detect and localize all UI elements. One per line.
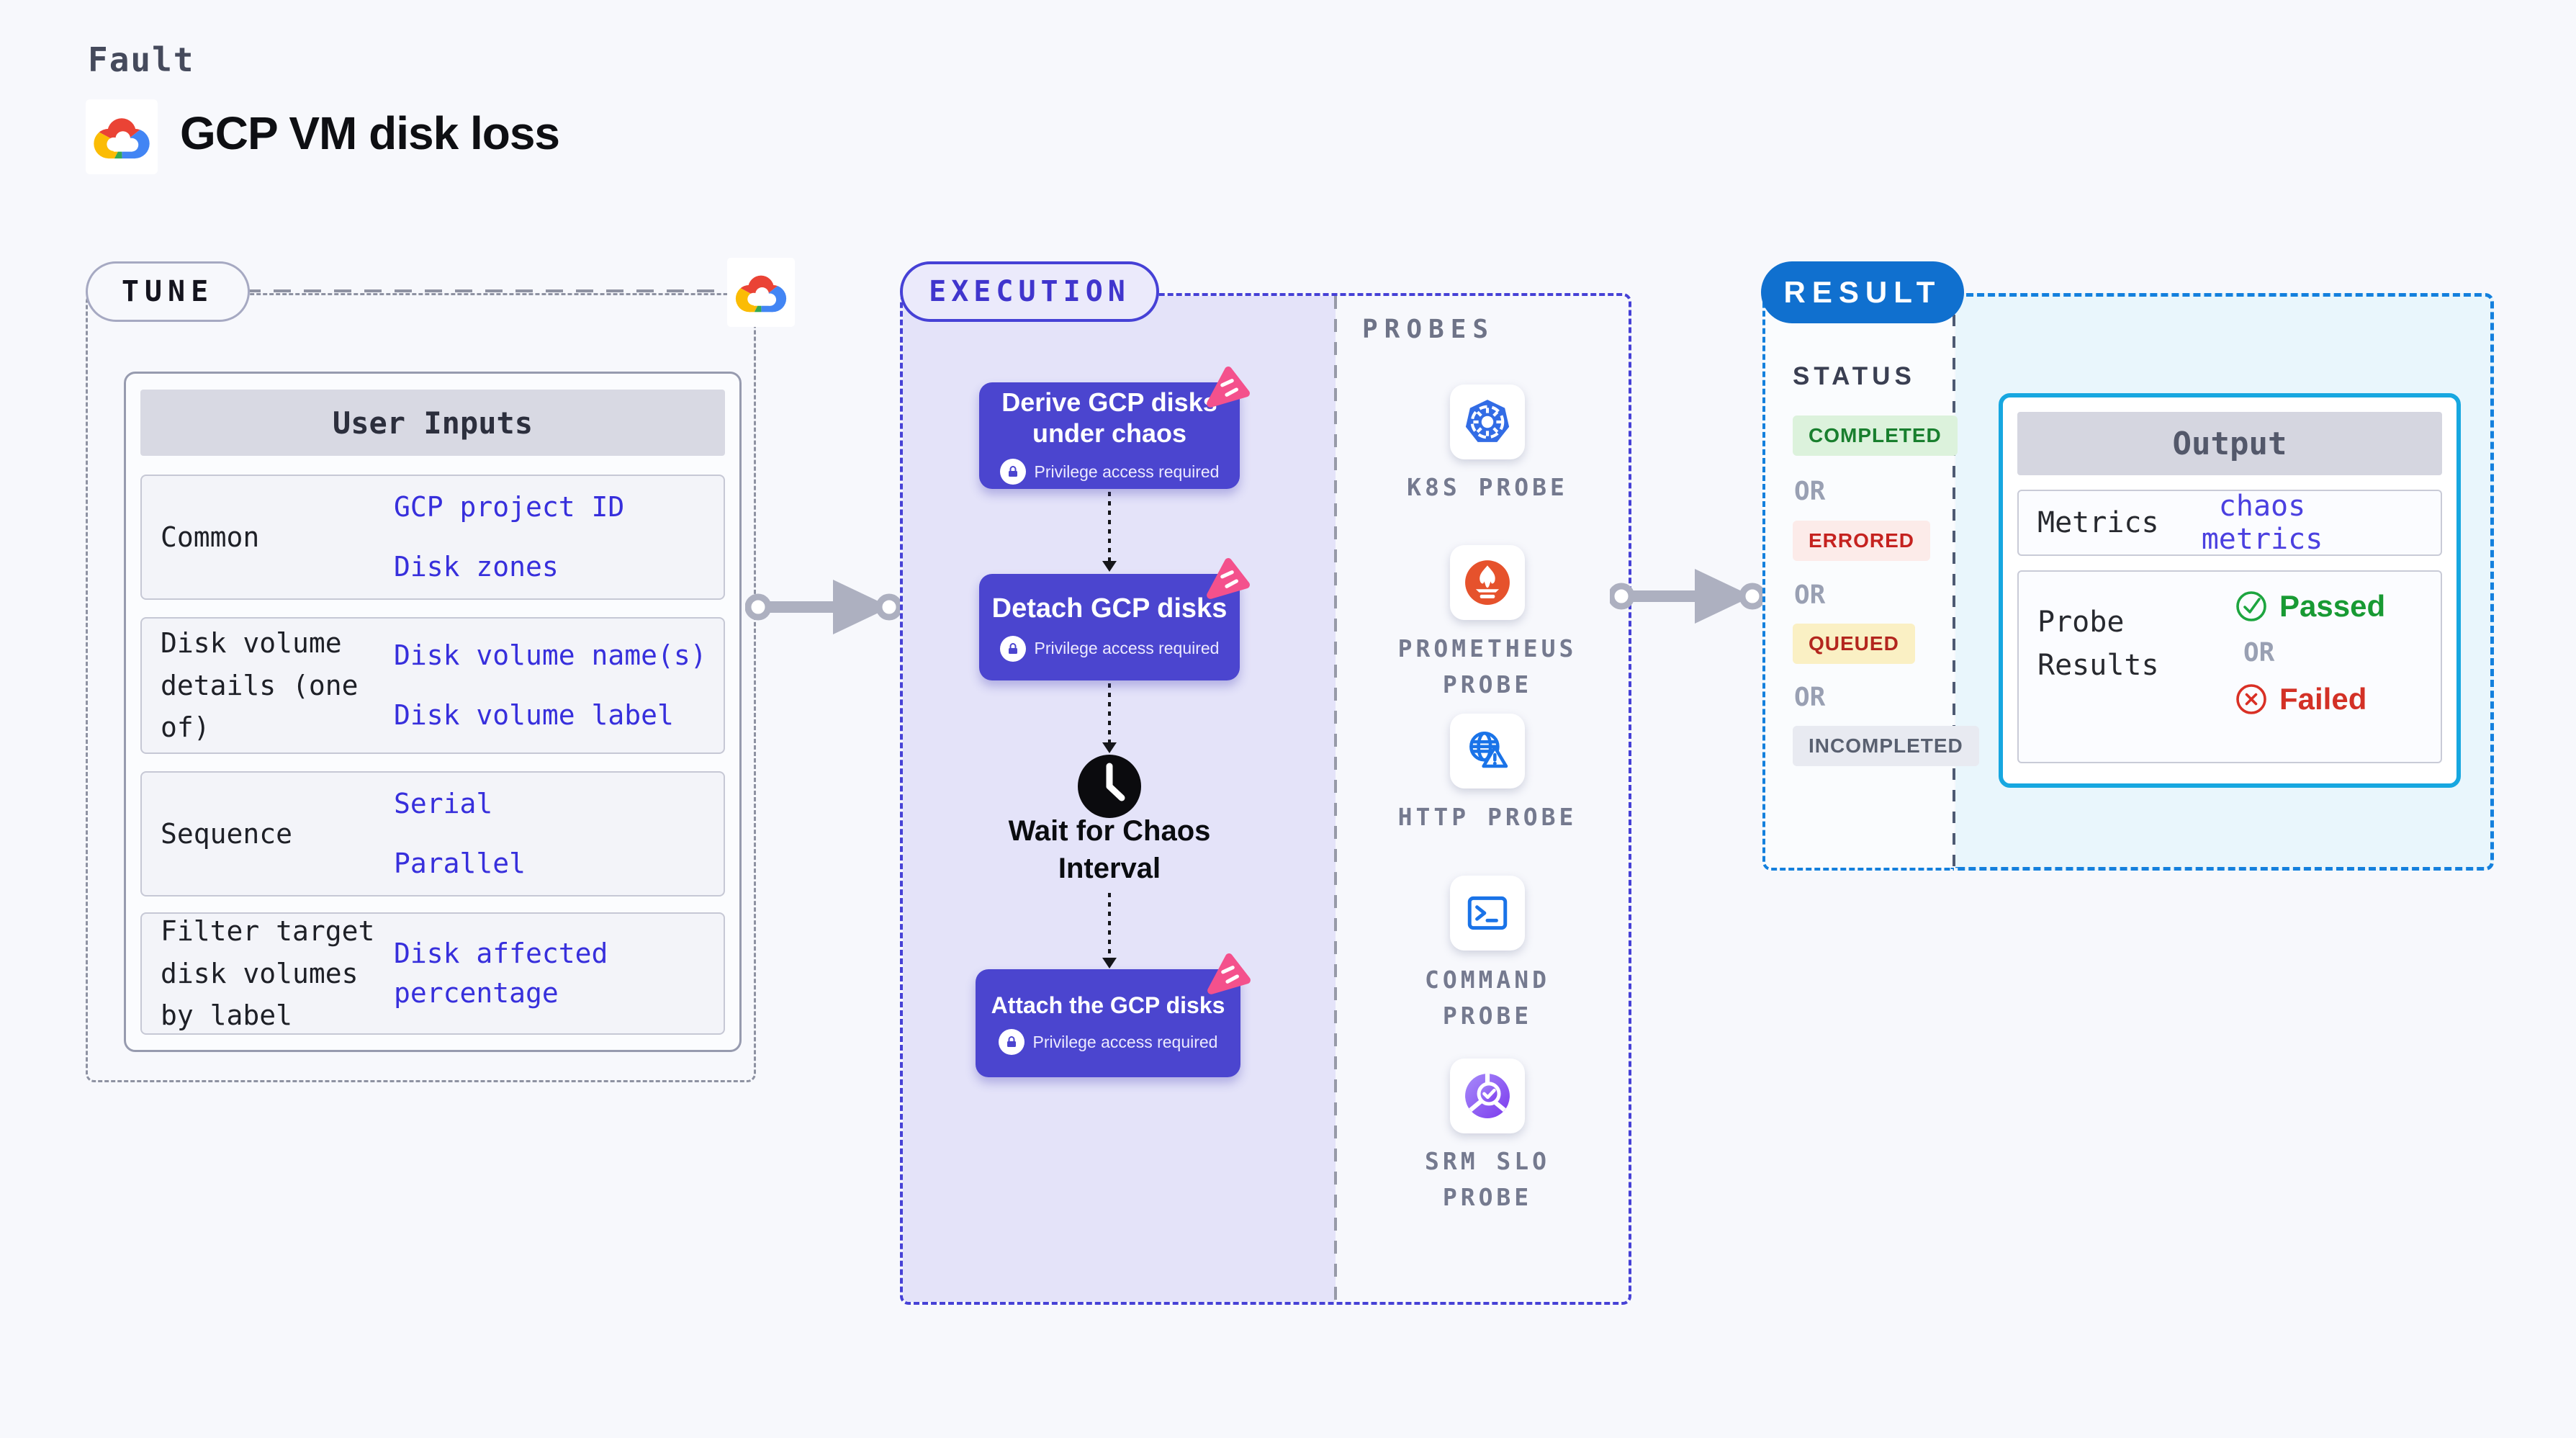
privilege-note: Privilege access required <box>1034 462 1220 481</box>
result-status-box <box>1762 293 1954 871</box>
metrics-label: Metrics <box>2037 506 2159 539</box>
privilege-note: Privilege access required <box>1032 1032 1218 1051</box>
flow-arrow-down <box>1108 492 1111 562</box>
prometheus-icon <box>1465 560 1510 605</box>
row-value: GCP project ID <box>394 490 625 523</box>
wait-for-chaos-label: Wait for Chaos Interval <box>1008 815 1211 884</box>
srm-slo-pie-check-icon <box>1465 1074 1510 1118</box>
http-globe-warning-icon <box>1469 731 1508 768</box>
row-value: Disk affected percentage <box>394 937 608 1009</box>
chaos-fault-icon <box>1207 558 1250 599</box>
probe-label: K8S PROBE <box>1407 473 1568 501</box>
probe-label: HTTP PROBE <box>1397 803 1577 831</box>
user-input-row-disk-volume: Disk volume details (one of) Disk volume… <box>140 617 725 754</box>
row-value: Disk volume label <box>394 699 674 731</box>
tune-section-box <box>86 293 756 1082</box>
probe-card-prometheus <box>1450 545 1525 620</box>
step-detach-gcp-disks: Detach GCP disks Privilege access requir… <box>979 558 1250 680</box>
x-circle-icon <box>2236 684 2266 714</box>
probe-card-srm-slo <box>1450 1059 1525 1133</box>
or-label: OR <box>1794 580 1826 610</box>
status-badge-completed: COMPLETED <box>1793 415 1958 456</box>
step-title: Detach GCP disks <box>991 593 1228 624</box>
row-value: Disk volume name(s) <box>394 639 707 671</box>
flow-arrow-down <box>1108 683 1111 744</box>
step-derive-gcp-disks: Derive GCP disks under chaos Privilege a… <box>979 367 1250 489</box>
execution-probes-divider <box>1334 296 1337 1302</box>
result-divider <box>1953 293 1955 871</box>
user-input-row-sequence: Sequence Serial Parallel <box>140 771 725 896</box>
output-card: Output Metrics chaos metrics Probe Resul… <box>1999 393 2461 788</box>
execution-probes-box <box>900 293 1631 1305</box>
probe-label: PROMETHEUS PROBE <box>1397 634 1577 698</box>
probe-label: SRM SLO PROBE <box>1424 1147 1551 1211</box>
gcp-cloud-icon <box>733 269 789 315</box>
gcp-cloud-icon <box>91 112 153 162</box>
lock-icon <box>999 459 1026 485</box>
execution-badge: EXECUTION <box>900 261 1159 322</box>
chaos-fault-icon <box>1207 953 1251 994</box>
user-input-row-filter: Filter target disk volumes by label Disk… <box>140 912 725 1035</box>
tune-to-execution-arrow <box>745 580 900 634</box>
failed-label: Failed <box>2279 682 2367 716</box>
tune-badge: TUNE <box>86 261 250 322</box>
row-label: Sequence <box>161 817 293 850</box>
passed-label: Passed <box>2279 589 2386 623</box>
row-value: Serial <box>394 787 493 819</box>
probe-card-command <box>1450 876 1525 951</box>
lock-icon <box>998 1029 1024 1056</box>
output-header: Output <box>2017 412 2442 475</box>
row-value: Parallel <box>394 848 526 879</box>
row-label: Common <box>161 521 260 553</box>
probe-card-k8s <box>1450 385 1525 459</box>
gcp-logo-card <box>86 99 158 174</box>
metrics-value: chaos metrics <box>2201 490 2323 556</box>
terminal-icon <box>1467 896 1508 930</box>
or-label: OR <box>2243 638 2275 668</box>
status-badge-incompleted: INCOMPLETED <box>1793 726 1979 766</box>
or-label: OR <box>1794 477 1826 506</box>
status-badge-queued: QUEUED <box>1793 624 1915 664</box>
tune-dashed-connector <box>243 289 733 292</box>
step-title: Derive GCP disks under chaos <box>1001 387 1217 448</box>
step-title: Attach the GCP disks <box>991 992 1225 1018</box>
page-title: GCP VM disk loss <box>180 107 560 159</box>
metrics-row: Metrics chaos metrics <box>2017 490 2442 556</box>
step-attach-gcp-disks: Attach the GCP disks Privilege access re… <box>976 953 1251 1077</box>
privilege-note: Privilege access required <box>1034 639 1220 658</box>
failed-line: Failed <box>2235 682 2385 716</box>
gcp-logo-card-corner <box>727 258 795 327</box>
row-value: Disk zones <box>394 551 559 583</box>
probe-label: COMMAND PROBE <box>1424 966 1551 1030</box>
fault-kicker: Fault <box>88 40 195 79</box>
user-inputs-card: User Inputs Common GCP project ID Disk z… <box>124 372 742 1052</box>
status-heading: STATUS <box>1793 362 1916 390</box>
row-label: Filter target disk volumes by label <box>161 915 375 1032</box>
check-circle-icon <box>2236 591 2266 621</box>
probe-results-row: Probe Results Passed OR Faile <box>2017 570 2442 763</box>
status-badge-errored: ERRORED <box>1793 521 1931 561</box>
flow-arrow-down <box>1108 893 1111 959</box>
execution-to-result-arrow <box>1610 569 1764 624</box>
probe-results-label: Probe Results <box>2037 606 2159 682</box>
user-input-row-common: Common GCP project ID Disk zones <box>140 475 725 600</box>
chaos-fault-icon <box>1207 367 1250 408</box>
row-label: Disk volume details (one of) <box>161 626 359 744</box>
lock-icon <box>999 635 1026 662</box>
passed-line: Passed <box>2235 589 2385 624</box>
user-inputs-header: User Inputs <box>140 390 725 456</box>
kubernetes-icon <box>1465 400 1510 442</box>
or-label: OR <box>1794 683 1826 712</box>
result-badge: RESULT <box>1761 261 1964 323</box>
clock-icon <box>1078 755 1141 818</box>
probe-card-http <box>1450 714 1525 788</box>
probes-heading: PROBES <box>1362 315 1495 344</box>
